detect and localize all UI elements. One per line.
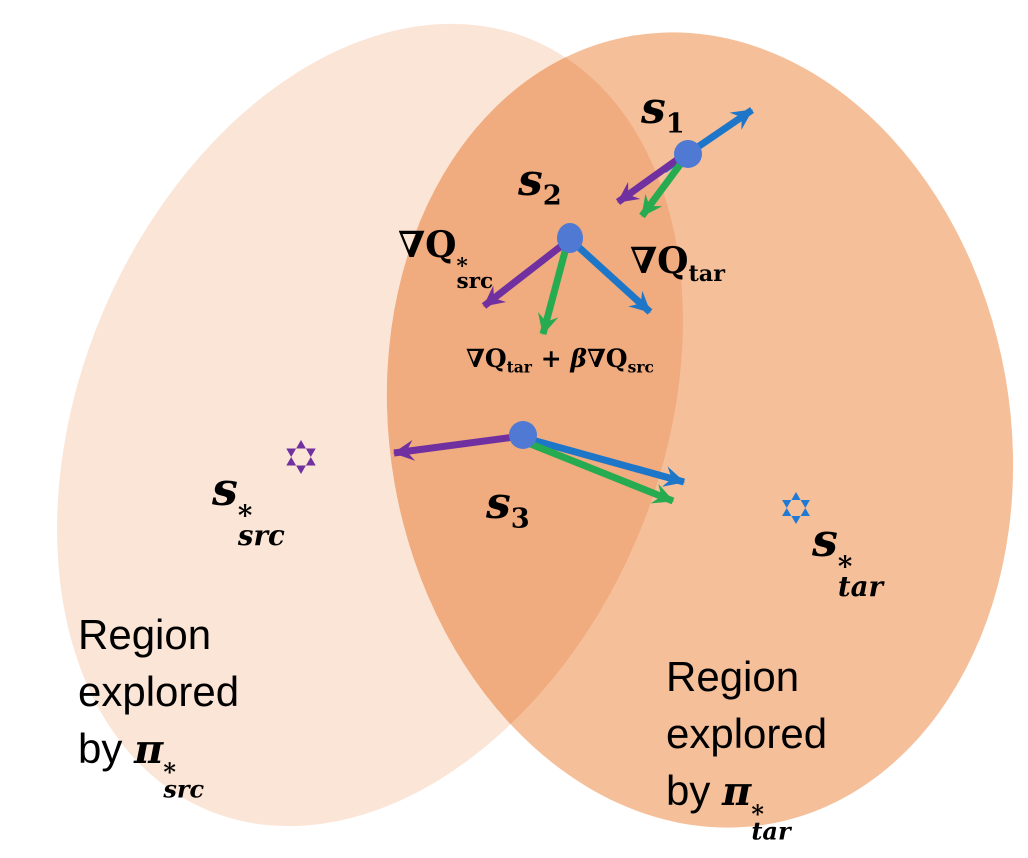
gradient-label-combined: ∇Qtar + β∇Qsrc: [466, 344, 654, 377]
src-optimum-star-icon: [286, 440, 316, 474]
region-caption-tar: Region explored by π*tar: [666, 648, 828, 846]
gradient-arrow-s2-src: [481, 237, 572, 309]
caption-line: explored: [78, 668, 240, 715]
state-label-s2: s2: [518, 155, 562, 212]
region-caption-src: Region explored by π*src: [78, 606, 240, 804]
state-dot-s1: [674, 140, 702, 168]
gradient-arrow-s3-src: [392, 432, 523, 461]
gradient-arrow-s1-combined: [639, 159, 685, 219]
state-label-s3: s3: [486, 478, 530, 535]
state-label-s1: s1: [641, 83, 685, 140]
gradient-label-tar: ∇Qtar: [630, 240, 725, 287]
caption-line: by π*src: [78, 725, 205, 804]
gradient-arrow-s2-tar: [570, 239, 653, 315]
gradient-label-src: ∇Q*src: [398, 224, 494, 295]
caption-line: Region: [78, 611, 212, 658]
state-dot-s3: [509, 421, 537, 449]
optimum-label-tar: s*tar: [812, 513, 884, 603]
state-dot-s2: [557, 223, 583, 253]
tar-optimum-star-icon: [782, 492, 810, 524]
gradient-arrow-s2-combined: [537, 243, 571, 336]
caption-line: Region: [666, 653, 800, 700]
optimum-label-src: s*src: [212, 462, 285, 552]
gradient-arrow-s3-tar: [524, 434, 686, 487]
gradient-arrow-s3-combined: [521, 437, 675, 505]
caption-line: explored: [666, 710, 828, 757]
caption-line: by π*tar: [666, 767, 791, 846]
